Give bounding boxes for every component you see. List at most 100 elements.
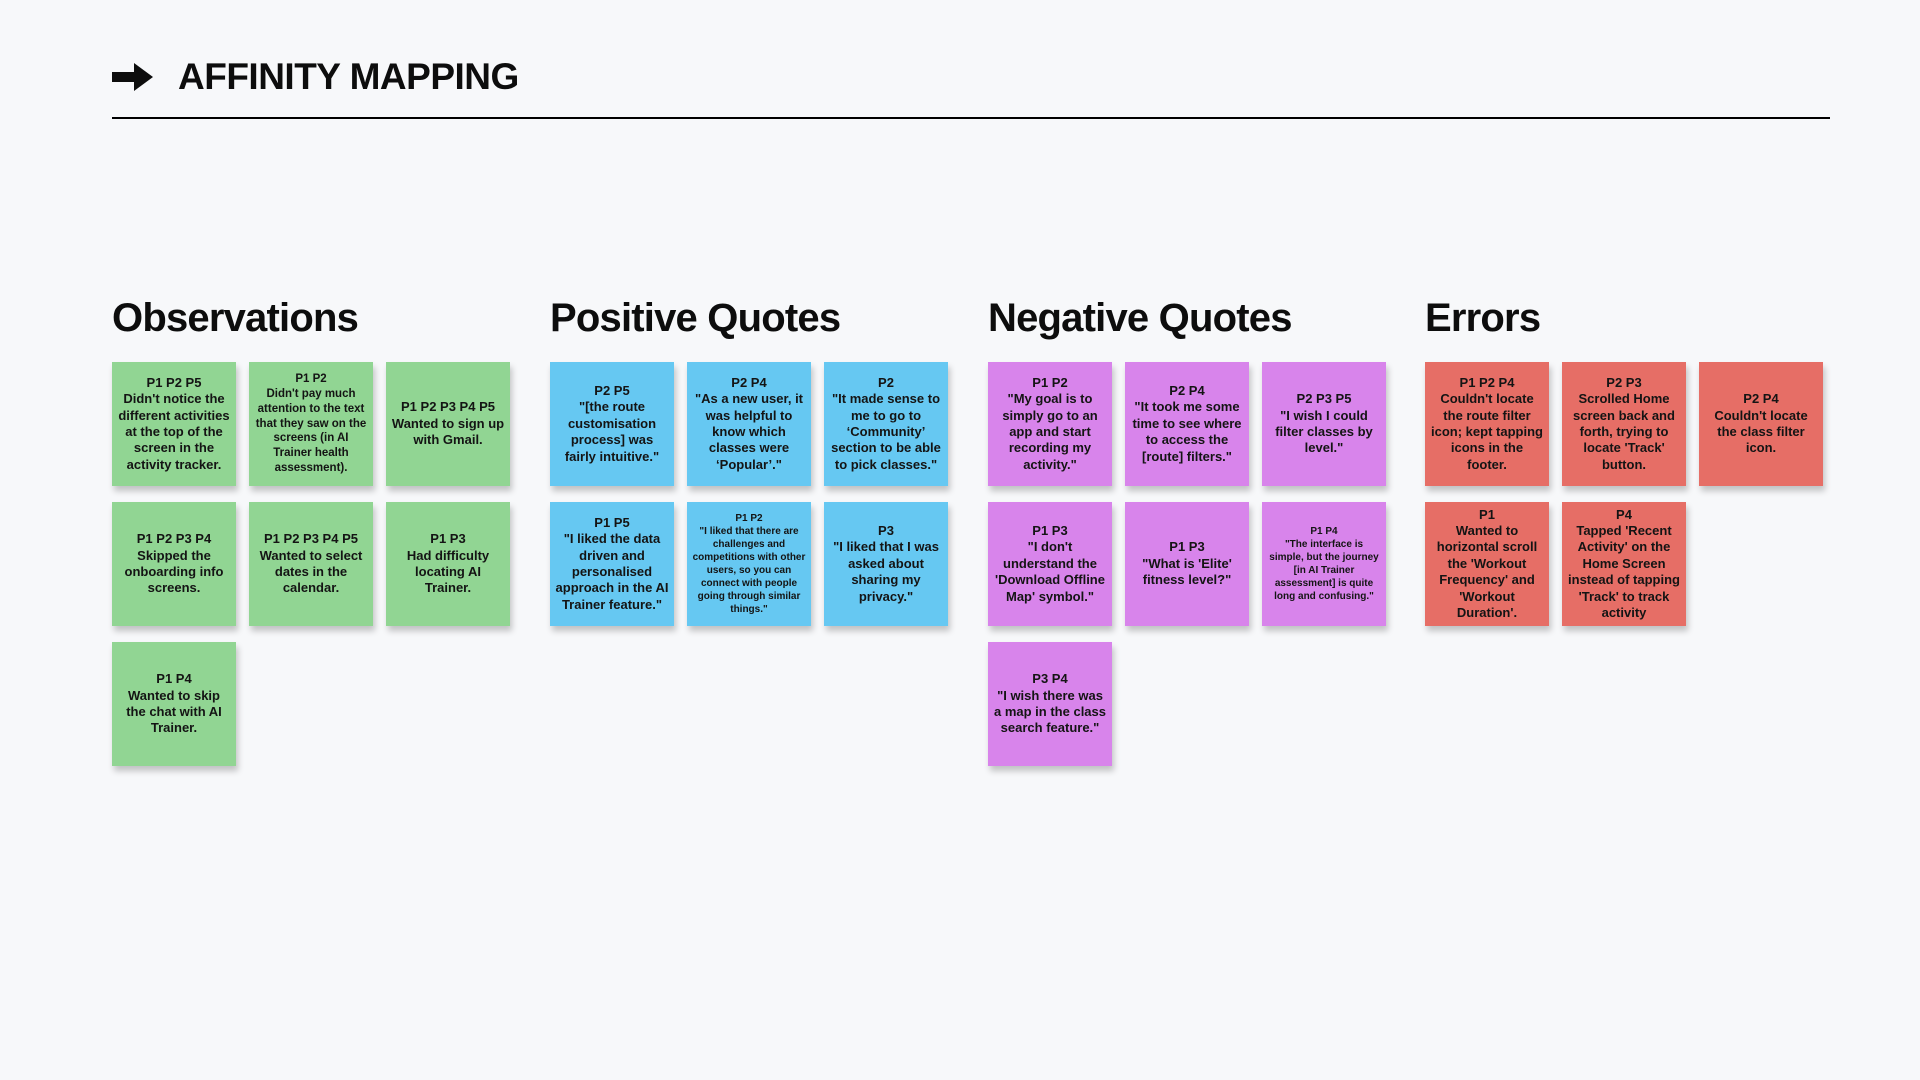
sticky-note[interactable]: P1 P2 P4 Couldn't locate the route filte… [1425,362,1549,486]
note-participant-tags: P2 P3 [1606,374,1642,390]
sticky-note[interactable]: P1 P2 P3 P4 Skipped the onboarding info … [112,502,236,626]
note-participant-tags: P1 P4 [1310,526,1338,537]
sticky-note-content: P1 P3 Had difficulty locating AI Trainer… [391,531,505,597]
sticky-note-content: P2 P4 "It took me some time to see where… [1130,383,1244,465]
sticky-note[interactable]: P1 P4 "The interface is simple, but the … [1262,502,1386,626]
arrow-right-icon [112,62,154,92]
note-text: "It made sense to me to go to ‘Community… [831,391,941,472]
sticky-note-content: P1 P2 Didn't pay much attention to the t… [254,372,368,475]
note-text: Wanted to select dates in the calendar. [259,547,363,596]
sticky-note-content: P1 P2 P3 P4 Skipped the onboarding info … [117,531,231,597]
note-text: Didn't pay much attention to the text th… [255,388,367,474]
note-participant-tags: P2 P3 P5 [1296,391,1352,407]
sticky-note[interactable]: P2 P3 P5 "I wish I could filter classes … [1262,362,1386,486]
note-text: "I don't understand the 'Download Offlin… [995,539,1105,604]
note-text: "The interface is simple, but the journe… [1269,539,1379,602]
note-participant-tags: P1 P5 [594,514,630,530]
note-text: Wanted to sign up with Gmail. [391,415,505,448]
sticky-note-content: P2 P3 Scrolled Home screen back and fort… [1567,375,1681,473]
sticky-note[interactable]: P1 P2 P3 P4 P5 Wanted to select dates in… [249,502,373,626]
group-notes: P1 P2 "My goal is to simply go to an app… [988,362,1388,766]
sticky-note-content: P1 P5 "I liked the data driven and perso… [555,515,669,613]
sticky-note-content: P1 Wanted to horizontal scroll the 'Work… [1430,507,1544,622]
note-participant-tags: P1 P2 P3 P4 P5 [264,531,358,547]
note-text: "[the route customisation process] was f… [564,399,660,464]
sticky-note[interactable]: P4 Tapped 'Recent Activity' on the Home … [1562,502,1686,626]
note-participant-tags: P2 P5 [594,383,630,399]
note-text: "What is 'Elite' fitness level?" [1142,555,1232,588]
note-participant-tags: P1 P4 [156,671,192,687]
note-text: Wanted to skip the chat with AI Trainer. [126,687,222,736]
note-participant-tags: P1 P2 P5 [146,374,202,390]
note-participant-tags: P1 P3 [1169,539,1205,555]
group-notes: P1 P2 P4 Couldn't locate the route filte… [1425,362,1825,626]
note-participant-tags: P2 P4 [1743,391,1779,407]
sticky-note[interactable]: P2 P4 "It took me some time to see where… [1125,362,1249,486]
sticky-note-content: P2 P5 "[the route customisation process]… [555,383,669,465]
sticky-note[interactable]: P1 P5 "I liked the data driven and perso… [550,502,674,626]
note-participant-tags: P2 P4 [1169,383,1205,399]
sticky-note-content: P3 P4 "I wish there was a map in the cla… [993,671,1107,737]
note-text: "I wish I could filter classes by level.… [1275,407,1373,456]
note-text: Tapped 'Recent Activity' on the Home Scr… [1568,523,1680,620]
note-participant-tags: P4 [1616,506,1632,522]
sticky-note[interactable]: P1 P2 P3 P4 P5 Wanted to sign up with Gm… [386,362,510,486]
note-participant-tags: P1 P2 P3 P4 P5 [401,399,495,415]
sticky-note[interactable]: P3 "I liked that I was asked about shari… [824,502,948,626]
note-participant-tags: P1 P2 [295,373,327,386]
affinity-group-negative-quotes: Negative Quotes P1 P2 "My goal is to sim… [988,296,1388,766]
sticky-note[interactable]: P2 P4 Couldn't locate the class filter i… [1699,362,1823,486]
sticky-note[interactable]: P1 P2 Didn't pay much attention to the t… [249,362,373,486]
sticky-note[interactable]: P1 P2 "My goal is to simply go to an app… [988,362,1112,486]
note-participant-tags: P1 [1479,506,1495,522]
note-text: Skipped the onboarding info screens. [124,547,224,596]
note-participant-tags: P1 P2 P4 [1459,374,1515,390]
note-text: "My goal is to simply go to an app and s… [1002,391,1098,472]
sticky-note[interactable]: P2 P4 "As a new user, it was helpful to … [687,362,811,486]
note-text: "As a new user, it was helpful to know w… [694,391,804,472]
note-participant-tags: P2 P4 [731,374,767,390]
sticky-note[interactable]: P1 P4 Wanted to skip the chat with AI Tr… [112,642,236,766]
note-participant-tags: P2 [878,374,894,390]
sticky-note-content: P1 P2 P3 P4 P5 Wanted to select dates in… [254,531,368,597]
sticky-note-content: P1 P2 P5 Didn't notice the different act… [117,375,231,473]
sticky-note[interactable]: P3 P4 "I wish there was a map in the cla… [988,642,1112,766]
sticky-note[interactable]: P2 P3 Scrolled Home screen back and fort… [1562,362,1686,486]
note-participant-tags: P3 [878,523,894,539]
affinity-group-positive-quotes: Positive Quotes P2 P5 "[the route custom… [550,296,950,626]
sticky-note-content: P4 Tapped 'Recent Activity' on the Home … [1567,507,1681,622]
note-text: Had difficulty locating AI Trainer. [406,547,490,596]
note-text: Scrolled Home screen back and forth, try… [1573,391,1675,472]
note-text: "I wish there was a map in the class sea… [994,687,1106,736]
sticky-note[interactable]: P1 P3 Had difficulty locating AI Trainer… [386,502,510,626]
sticky-note[interactable]: P1 Wanted to horizontal scroll the 'Work… [1425,502,1549,626]
affinity-group-observations: Observations P1 P2 P5 Didn't notice the … [112,296,512,766]
note-text: Wanted to horizontal scroll the 'Workout… [1436,523,1538,620]
note-text: Didn't notice the different activities a… [118,391,230,472]
sticky-note[interactable]: P1 P3 "I don't understand the 'Download … [988,502,1112,626]
sticky-note[interactable]: P2 "It made sense to me to go to ‘Commun… [824,362,948,486]
sticky-note[interactable]: P1 P3 "What is 'Elite' fitness level?" [1125,502,1249,626]
note-participant-tags: P3 P4 [1032,671,1068,687]
note-participant-tags: P1 P2 [735,513,763,524]
header-divider [112,117,1830,119]
group-notes: P1 P2 P5 Didn't notice the different act… [112,362,512,766]
group-title: Positive Quotes [550,296,841,340]
sticky-note[interactable]: P1 P2 P5 Didn't notice the different act… [112,362,236,486]
note-participant-tags: P1 P2 P3 P4 [136,531,212,547]
note-participant-tags: P1 P3 [430,531,466,547]
note-text: "I liked the data driven and personalise… [555,531,669,612]
note-text: "I liked that there are challenges and c… [692,526,806,615]
page-title: AFFINITY MAPPING [178,56,519,97]
sticky-note-content: P2 P4 Couldn't locate the class filter i… [1704,391,1818,457]
note-participant-tags: P1 P3 [1032,523,1068,539]
sticky-note[interactable]: P1 P2 "I liked that there are challenges… [687,502,811,626]
sticky-note-content: P2 P4 "As a new user, it was helpful to … [692,375,806,473]
note-text: Couldn't locate the class filter icon. [1714,407,1808,456]
note-text: "It took me some time to see where to ac… [1132,399,1242,464]
group-title: Errors [1425,296,1541,340]
sticky-note-content: P1 P2 "My goal is to simply go to an app… [993,375,1107,473]
sticky-note[interactable]: P2 P5 "[the route customisation process]… [550,362,674,486]
